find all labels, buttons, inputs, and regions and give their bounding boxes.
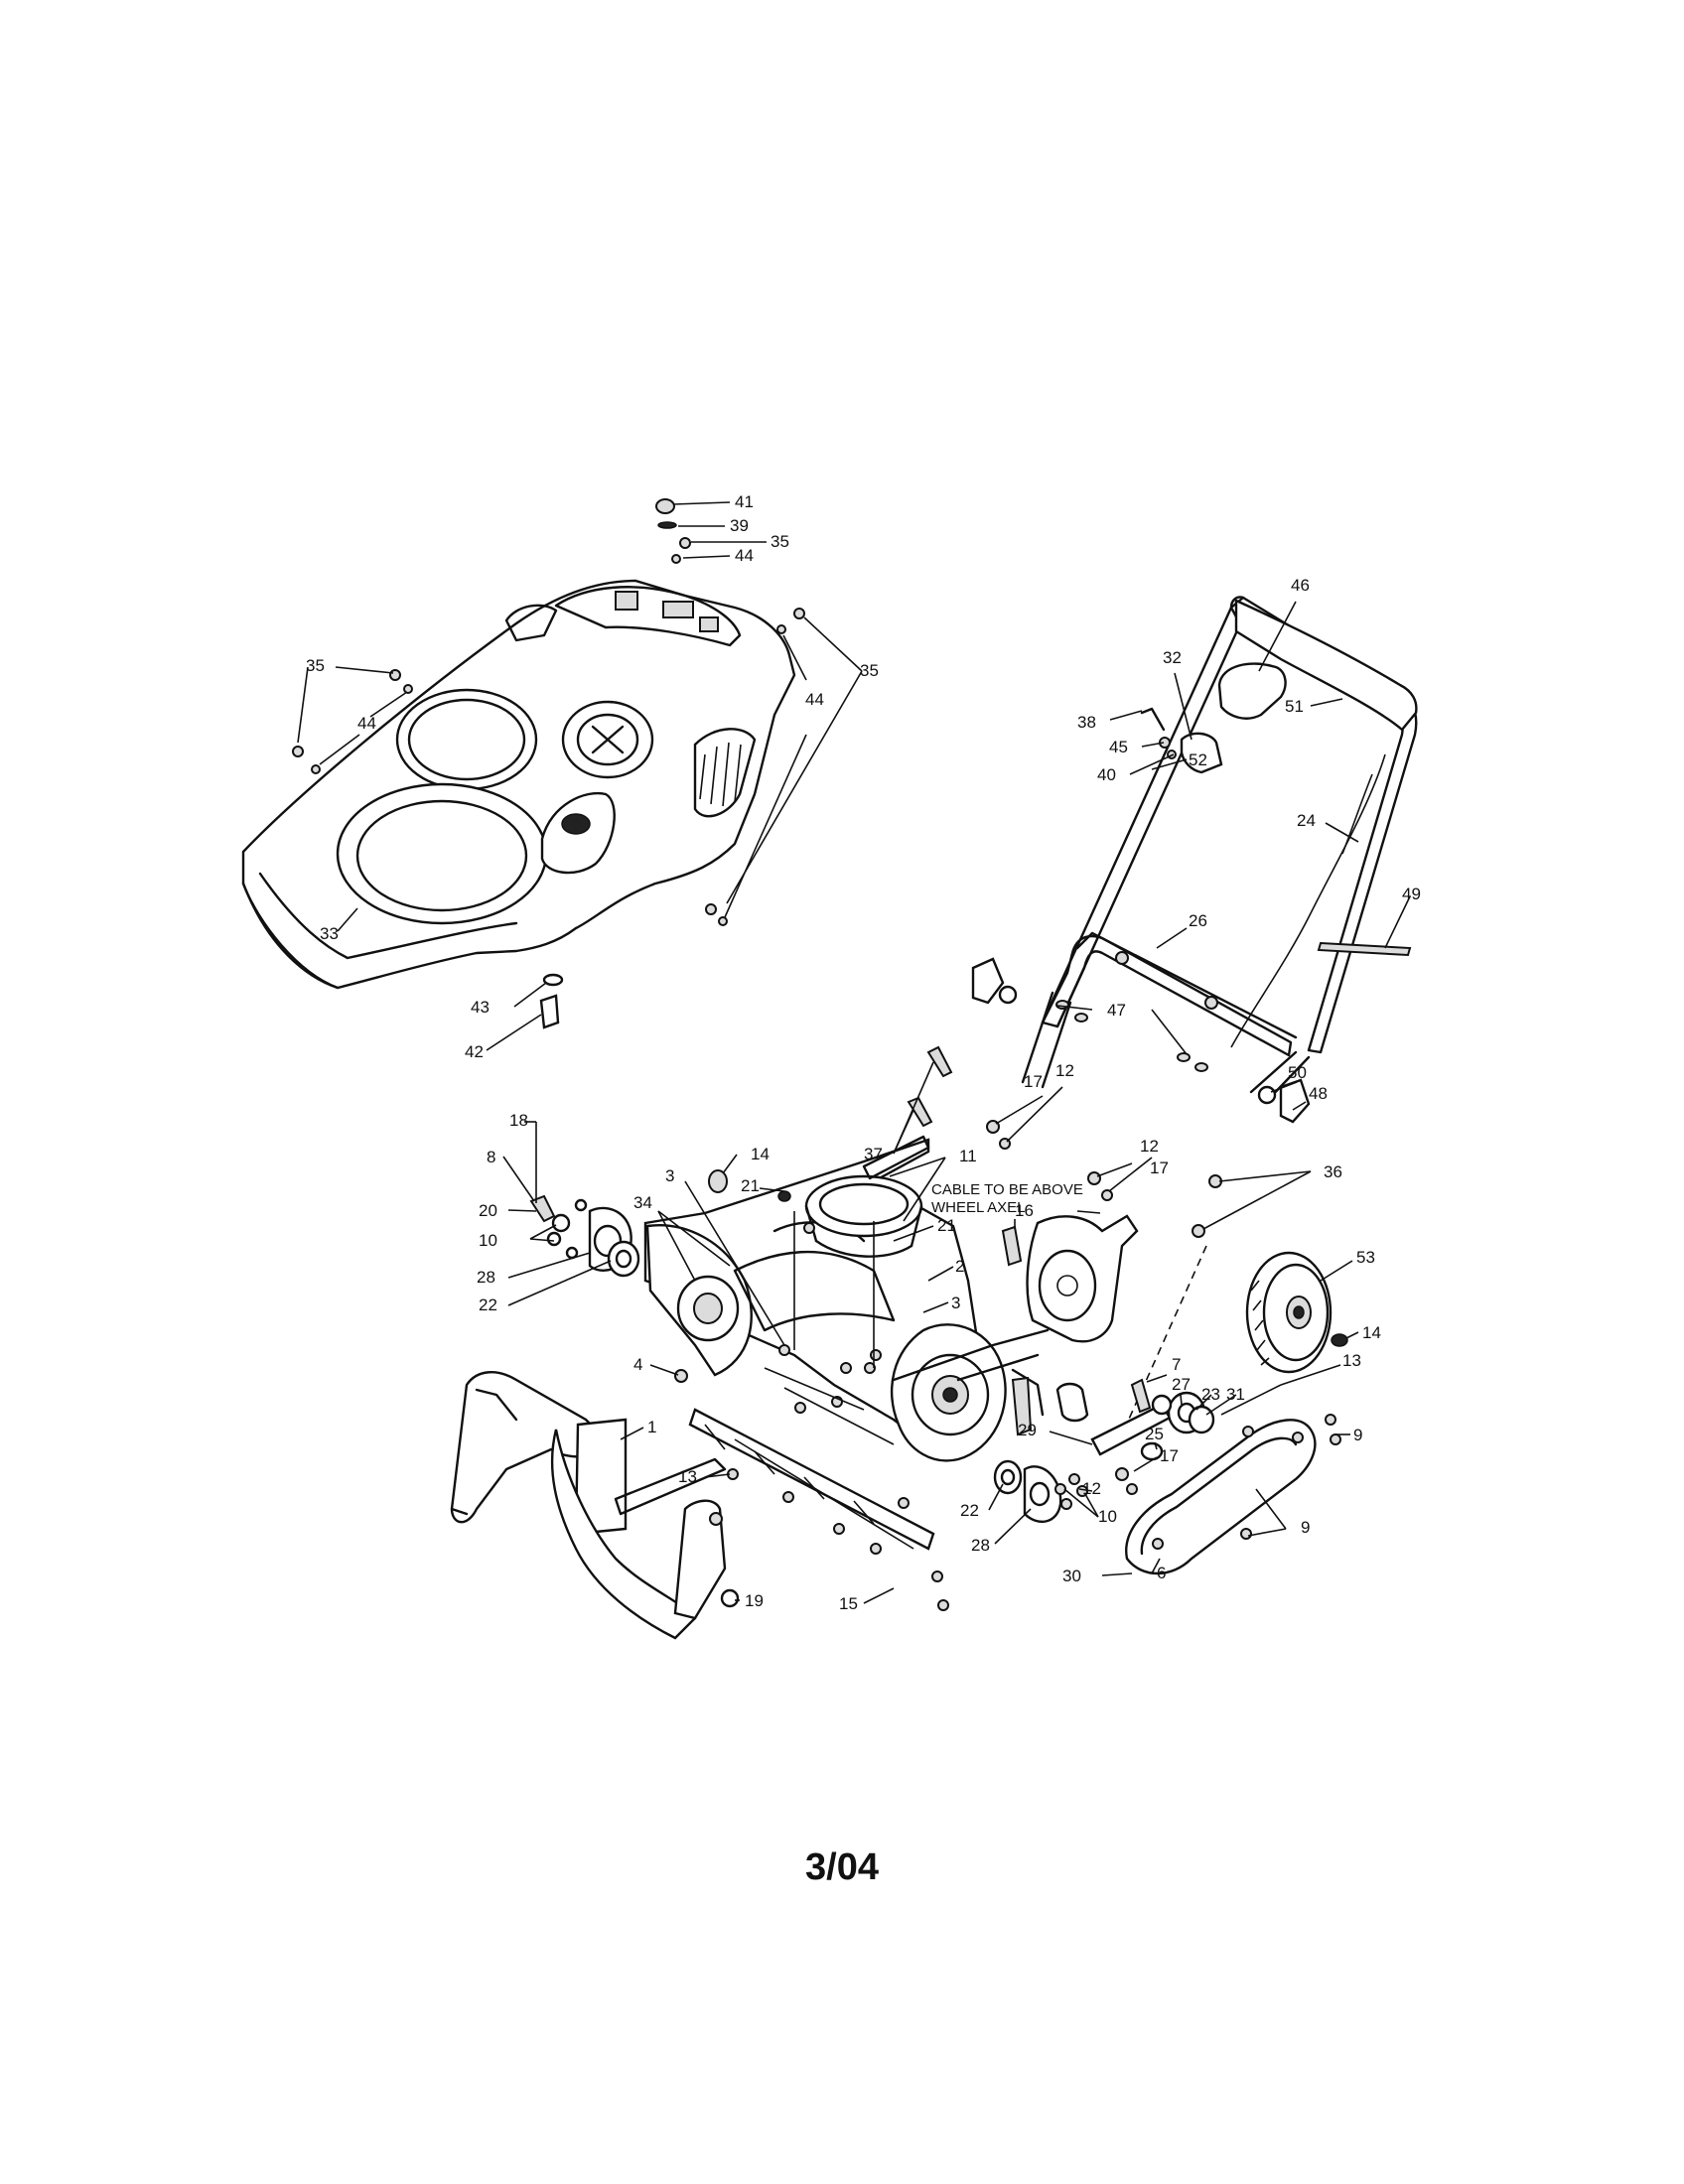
- callout-52: 52: [1189, 751, 1207, 769]
- callout-26: 26: [1189, 911, 1207, 930]
- callout-44: 44: [805, 690, 824, 709]
- callout-49: 49: [1402, 885, 1421, 903]
- callout-28: 28: [477, 1268, 495, 1287]
- callout-12: 12: [1055, 1061, 1074, 1080]
- right-bearing-group: [993, 1459, 1088, 1524]
- callout-1: 1: [647, 1418, 656, 1436]
- callout-3: 3: [665, 1166, 674, 1185]
- callout-35: 35: [860, 661, 879, 680]
- callout-17: 17: [1150, 1159, 1169, 1177]
- callout-17: 17: [1024, 1072, 1043, 1091]
- callout-35: 35: [771, 532, 789, 551]
- callout-20: 20: [479, 1201, 497, 1220]
- callout-11: 11: [959, 1147, 977, 1165]
- callout-51: 51: [1285, 697, 1304, 716]
- callout-30: 30: [1062, 1567, 1081, 1585]
- callout-42: 42: [465, 1042, 484, 1061]
- callout-36: 36: [1324, 1162, 1342, 1181]
- callout-40: 40: [1097, 765, 1116, 784]
- engine-cover-33: [241, 579, 796, 990]
- callout-23: 23: [1201, 1385, 1220, 1404]
- callout-22: 22: [960, 1501, 979, 1520]
- callout-14: 14: [751, 1145, 770, 1163]
- footer-date-code: 3/04: [805, 1846, 879, 1888]
- callout-29: 29: [1018, 1421, 1037, 1439]
- callout-46: 46: [1291, 576, 1310, 595]
- callout-10: 10: [479, 1231, 497, 1250]
- callout-13: 13: [1342, 1351, 1361, 1370]
- callout-35: 35: [306, 656, 325, 675]
- callout-28: 28: [971, 1536, 990, 1555]
- left-bearing-group: [529, 1194, 640, 1278]
- callout-43: 43: [471, 998, 490, 1017]
- callout-2: 2: [955, 1257, 964, 1276]
- callout-8: 8: [487, 1148, 495, 1166]
- callout-15: 15: [839, 1594, 858, 1613]
- callout-22: 22: [479, 1296, 497, 1314]
- callout-53: 53: [1356, 1248, 1375, 1267]
- callout-32: 32: [1163, 648, 1182, 667]
- callout-12: 12: [1140, 1137, 1159, 1156]
- callout-21: 21: [741, 1176, 760, 1195]
- cable-note-line-1: CABLE TO BE ABOVE: [931, 1181, 1083, 1198]
- callout-18: 18: [509, 1111, 528, 1130]
- callout-14: 14: [1362, 1323, 1381, 1342]
- callout-31: 31: [1226, 1385, 1245, 1404]
- callout-16: 16: [1015, 1201, 1034, 1220]
- scraper-bar-15: [688, 1367, 949, 1611]
- auger-1: [450, 1371, 740, 1640]
- callout-9: 9: [1353, 1426, 1362, 1444]
- callout-21: 21: [937, 1216, 956, 1235]
- auger-housing: [643, 1135, 1139, 1462]
- handle-assembly: [907, 596, 1418, 1238]
- callout-7: 7: [1172, 1355, 1181, 1374]
- callout-37: 37: [864, 1145, 883, 1163]
- callout-10: 10: [1098, 1507, 1117, 1526]
- callout-44: 44: [735, 546, 754, 565]
- callout-41: 41: [735, 492, 754, 511]
- callout-9: 9: [1301, 1518, 1310, 1537]
- callout-12: 12: [1082, 1479, 1101, 1498]
- callout-34: 34: [633, 1193, 652, 1212]
- callout-3: 3: [951, 1294, 960, 1312]
- callout-17: 17: [1160, 1446, 1179, 1465]
- cable-note-line-2: WHEEL AXEL: [931, 1199, 1025, 1216]
- callout-4: 4: [633, 1355, 642, 1374]
- callout-50: 50: [1288, 1063, 1307, 1082]
- callout-25: 25: [1145, 1425, 1164, 1443]
- callout-44: 44: [357, 714, 376, 733]
- callout-48: 48: [1309, 1084, 1328, 1103]
- callout-labels: 41 39 35 44 35 44 35 44 33 43 42 46 32 3…: [306, 492, 1421, 1613]
- belt-cover-30: [1090, 1378, 1341, 1575]
- callout-13: 13: [678, 1467, 697, 1486]
- wheel-53: [1121, 1245, 1348, 1435]
- callout-6: 6: [1157, 1564, 1166, 1582]
- callout-45: 45: [1109, 738, 1128, 756]
- callout-33: 33: [320, 924, 339, 943]
- callout-38: 38: [1077, 713, 1096, 732]
- callout-39: 39: [730, 516, 749, 535]
- leader-lines: [297, 501, 1411, 1604]
- callout-19: 19: [745, 1591, 764, 1610]
- callout-24: 24: [1297, 811, 1316, 830]
- callout-47: 47: [1107, 1001, 1126, 1020]
- callout-27: 27: [1172, 1375, 1191, 1394]
